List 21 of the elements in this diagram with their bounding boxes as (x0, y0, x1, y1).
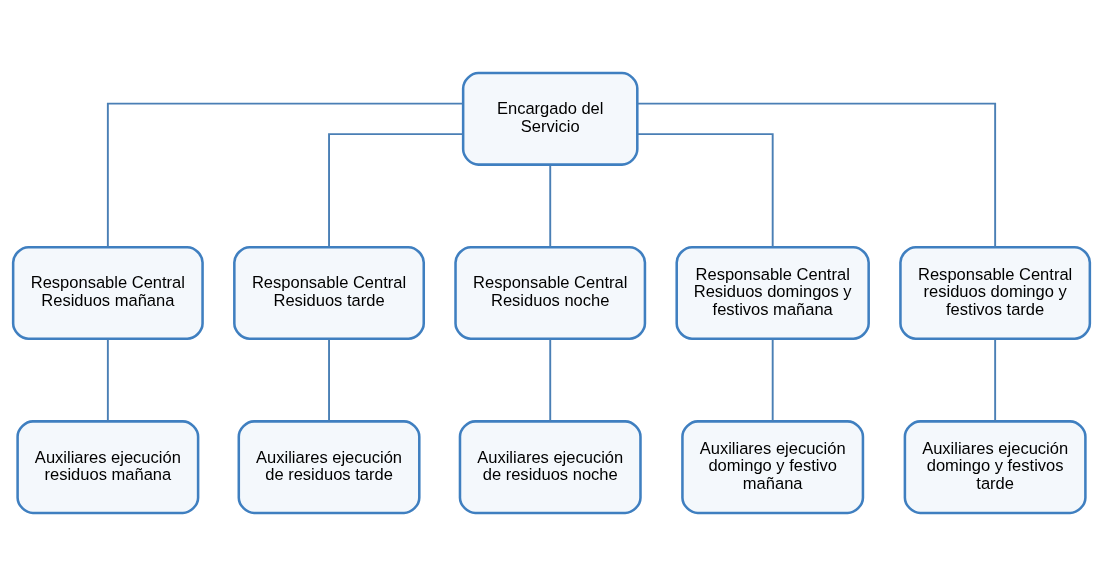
node-box: Responsable Central Residuos tarde (233, 245, 425, 340)
connector (771, 337, 774, 422)
connector (106, 337, 109, 422)
connector (636, 132, 774, 248)
node-box: Auxiliares ejecución de residuos tarde (237, 419, 421, 514)
node-box: Responsable Central Residuos domingos y festivos mañana (675, 245, 870, 340)
connector (549, 163, 552, 248)
node-box: Auxiliares ejecución domingo y festivo mañana (681, 419, 865, 514)
node-box: Auxiliares ejecución de residuos noche (458, 419, 642, 514)
node-box: Responsable Central Residuos mañana (11, 245, 204, 340)
connector (106, 102, 464, 248)
node-box: Auxiliares ejecución domingo y festivos tarde (903, 419, 1087, 514)
connector (636, 102, 997, 248)
node-box: Responsable Central residuos domingo y festivos tarde (899, 245, 1092, 340)
node-box: Responsable Central Residuos noche (454, 245, 647, 340)
connector (328, 132, 464, 248)
node-box: Auxiliares ejecución residuos mañana (16, 419, 200, 514)
connector (328, 337, 330, 422)
node-box: Encargado del Servicio (461, 71, 639, 166)
connector (549, 337, 552, 422)
connector (994, 337, 997, 422)
